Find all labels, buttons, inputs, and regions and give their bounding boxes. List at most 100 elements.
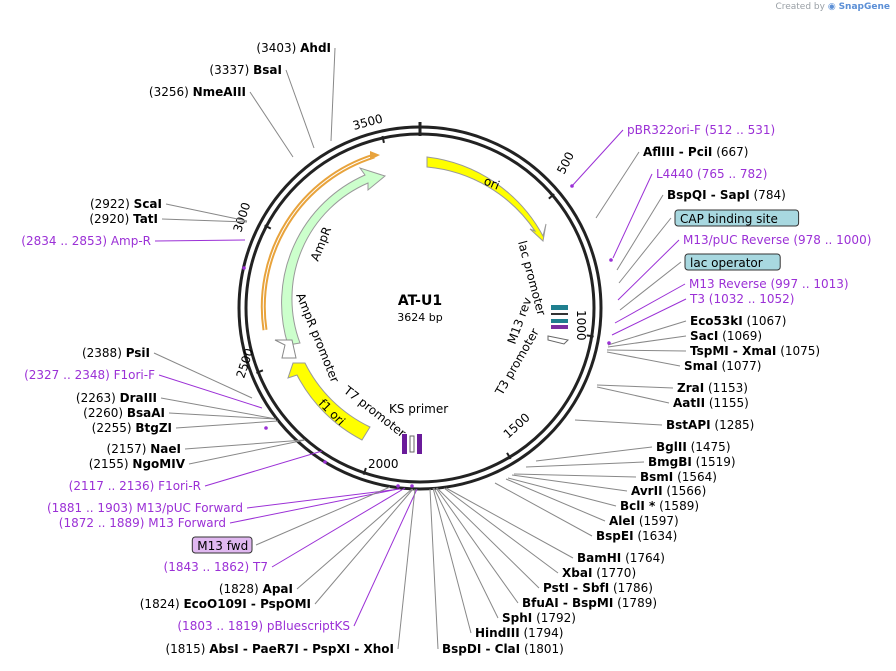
enzyme-site-right[interactable]: BsmI (1564) [640,470,717,484]
enzyme-site-left[interactable]: (2920) TatI [89,212,158,226]
tick-mark [264,224,272,230]
enzyme-site-right[interactable]: XbaI (1770) [562,566,636,580]
enzyme-site-left[interactable]: (3403) AhdI [256,41,331,55]
enzyme-pos: (1815) [165,642,209,656]
tick-label: 3500 [351,111,384,132]
enzyme-site-right[interactable]: BmgBI (1519) [648,455,736,469]
feature-label-right[interactable]: lac operator [684,253,781,271]
feature-label-right[interactable]: M13 Reverse (997 .. 1013) [689,277,849,291]
enzyme-site-right[interactable]: BspQI - SapI (784) [667,188,786,202]
enzyme-pos: (1564) [673,470,717,484]
enzyme-site-left[interactable]: (2922) ScaI [90,197,162,211]
enzyme-site-right[interactable]: SmaI (1077) [684,359,761,373]
enzyme-site-right[interactable]: PstI - SbfI (1786) [543,581,653,595]
leader-line [158,374,263,409]
enzyme-text: BspEI (1634) [596,529,677,543]
enzyme-site-left[interactable]: (1824) EcoO109I - PspOMI [140,597,311,611]
feature-text: pBR322ori-F (512 .. 531) [627,123,775,137]
enzyme-pos: (1764) [621,551,665,565]
enzyme-site-right[interactable]: BspDI - ClaI (1801) [442,642,564,656]
leader-line [165,203,248,222]
feature-label-right[interactable]: pBR322ori-F (512 .. 531) [627,123,775,137]
enzyme-site-left[interactable]: (2388) PsiI [82,346,150,360]
enzyme-site-left[interactable]: (2260) BsaAI [83,406,165,420]
label-text: M13 fwd [197,539,248,553]
enzyme-site-left[interactable]: (3256) NmeAIII [149,85,246,99]
enzyme-site-right[interactable]: AvrII (1566) [631,484,706,498]
leader-line [154,239,246,242]
feature-label-right[interactable]: M13/pUC Reverse (978 .. 1000) [683,233,871,247]
enzyme-name: AhdI [300,41,331,55]
feature-name: T3 [689,292,705,306]
enzyme-site-right[interactable]: BspEI (1634) [596,529,677,543]
tick-mark [362,467,367,476]
enzyme-text: (2255) BtgZI [92,421,172,435]
leader-line [285,69,315,149]
feature-label-left[interactable]: (2327 .. 2348) F1ori-F [24,368,155,382]
feature-ampr[interactable]: AmpR [281,167,387,346]
enzyme-pos: (2157) [107,442,151,456]
enzyme-site-right[interactable]: Eco53kI (1067) [690,314,786,328]
feature-ks-primer: KS primer [389,402,448,454]
feature-label-left[interactable]: (1803 .. 1819) pBluescriptKS [177,619,350,633]
enzyme-site-right[interactable]: BamHI (1764) [577,551,665,565]
feature-label-left[interactable]: (1881 .. 1903) M13/pUC Forward [47,501,243,515]
enzyme-site-right[interactable]: BfuAI - BspMI (1789) [522,596,657,610]
feature-ori[interactable]: ori [426,156,547,242]
feature-label-right[interactable]: CAP binding site [674,209,800,227]
enzyme-site-left[interactable]: (3337) BsaI [209,63,282,77]
leader-line [606,349,687,352]
enzyme-site-right[interactable]: HindIII (1794) [475,626,563,640]
feature-label-left[interactable]: (1872 .. 1889) M13 Forward [59,516,226,530]
credit-prefix: Created by [775,2,825,12]
enzyme-text: (3337) BsaI [209,63,282,77]
enzyme-site-left[interactable]: (1828) ApaI [219,582,293,596]
enzyme-site-left[interactable]: (2157) NaeI [107,442,181,456]
feature-label-right[interactable]: T3 (1032 .. 1052) [689,292,794,306]
enzyme-name: BsaI [253,63,282,77]
enzyme-site-right[interactable]: SacI (1069) [690,329,762,343]
enzyme-site-left[interactable]: (2155) NgoMIV [89,457,186,471]
enzyme-site-right[interactable]: ZraI (1153) [677,381,748,395]
enzyme-site-left[interactable]: (1815) AbsI - PaeR7I - PspXI - XhoI [165,642,394,656]
leader-line [505,478,606,522]
feature-label-right[interactable]: L4440 (765 .. 782) [656,167,767,181]
enzyme-site-right[interactable]: SphI (1792) [502,611,576,625]
enzyme-site-left[interactable]: (2255) BtgZI [92,421,172,435]
enzyme-site-right[interactable]: BglII (1475) [656,440,731,454]
tick-label: 500 [554,150,577,177]
feature-label-left[interactable]: (2117 .. 2136) F1ori-R [69,479,201,493]
leader-line [161,218,248,223]
enzyme-site-right[interactable]: BclI * (1589) [620,499,699,513]
feature-text: T3 (1032 .. 1052) [689,292,794,306]
leader-line [433,487,499,619]
enzyme-pos: (1786) [609,581,653,595]
enzyme-site-left[interactable]: (2263) DraIII [76,391,157,405]
enzyme-text: (2157) NaeI [107,442,181,456]
feature-label-left[interactable]: M13 fwd [191,536,253,554]
feature-label-left[interactable]: (2834 .. 2853) Amp-R [21,234,151,248]
feature-name: Amp-R [111,234,151,248]
feature-label-left[interactable]: (1843 .. 1862) T7 [164,560,268,574]
enzyme-name: EcoO109I - PspOMI [183,597,311,611]
enzyme-site-right[interactable]: TspMI - XmaI (1075) [690,344,820,358]
enzyme-name: BamHI [577,551,621,565]
enzyme-name: NgoMIV [132,457,185,471]
enzyme-site-right[interactable]: AleI (1597) [609,514,679,528]
enzyme-name: BfuAI - BspMI [522,596,613,610]
enzyme-site-right[interactable]: AatII (1155) [673,396,749,410]
feature-name: M13 Forward [148,516,226,530]
enzyme-site-right[interactable]: BstAPI (1285) [666,418,754,432]
feature-pos: (978 .. 1000) [790,233,872,247]
enzyme-name: BtgZI [135,421,172,435]
feature-tick [323,460,327,464]
enzyme-text: AleI (1597) [609,514,679,528]
feature-text: L4440 (765 .. 782) [656,167,767,181]
enzyme-pos: (1789) [613,596,657,610]
feature-pos: (2327 .. 2348) [24,368,114,382]
leader-line [296,488,413,590]
enzyme-site-right[interactable]: AflIII - PciI (667) [643,145,749,159]
tick-label: 1000 [574,310,588,341]
leader-line [271,487,406,568]
enzyme-name: AleI [609,514,635,528]
